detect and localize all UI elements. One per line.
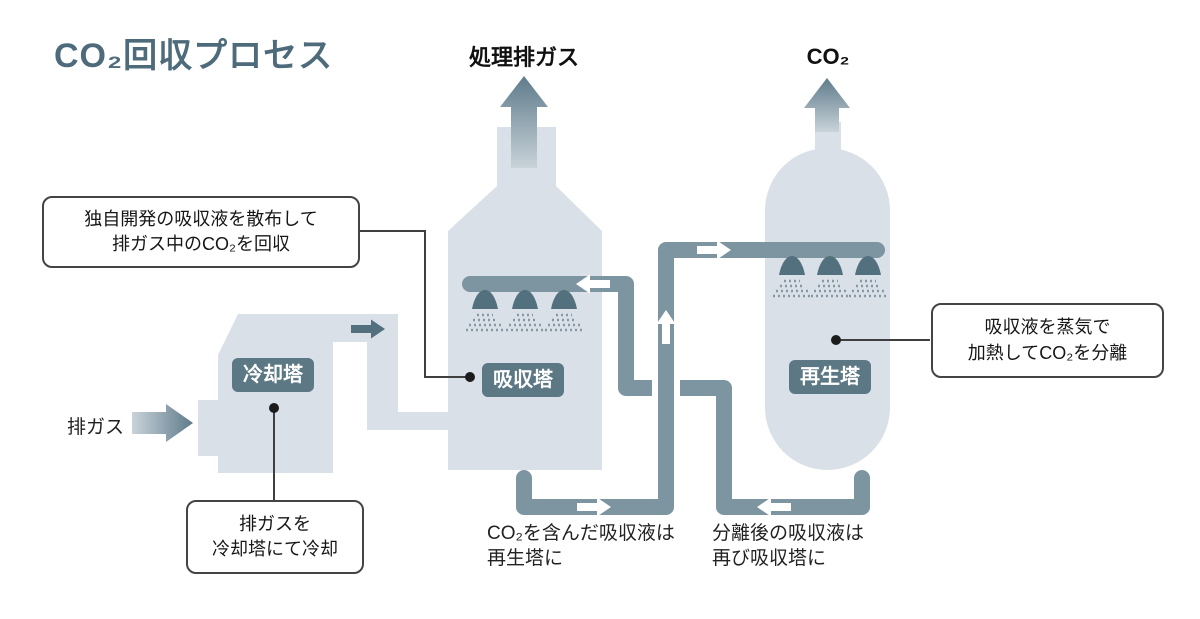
badge-cooling-tower: 冷却塔: [232, 358, 314, 392]
connector-absorber-callout: [360, 230, 470, 378]
flow-label-line: CO₂を含んだ吸収液は: [487, 523, 675, 544]
flow-label-line: 再び吸収塔に: [712, 547, 827, 569]
treated-gas-label: 処理排ガス: [468, 45, 580, 70]
flow-label-to-regenerator: CO₂を含んだ吸収液は 再生塔に: [487, 522, 675, 571]
callout-regenerator-line1: 吸収液を蒸気で: [984, 317, 1111, 338]
treated-gas-arrow: [500, 76, 548, 168]
callout-absorber: 独自開発の吸収液を散布して 排ガス中のCO₂を回収: [42, 196, 360, 268]
connector-dot: [269, 403, 279, 413]
callout-cooler-line2: 冷却塔にて冷却: [212, 539, 338, 559]
flow-label-line: 分離後の吸収液は: [712, 523, 865, 544]
lean-solvent-pipe: [462, 276, 870, 515]
callout-cooler: 排ガスを 冷却塔にて冷却: [186, 500, 364, 574]
connector-dot: [465, 372, 475, 382]
regen-capsule: [765, 148, 890, 470]
page-title: CO₂回収プロセス: [54, 37, 334, 75]
exhaust-gas-label: 排ガス: [67, 417, 125, 438]
co2-out-arrow: [804, 78, 850, 132]
badge-regeneration-tower: 再生塔: [789, 360, 871, 394]
rich-solvent-pipe: [516, 242, 885, 515]
callout-regenerator: 吸収液を蒸気で 加熱してCO₂を分離: [931, 303, 1164, 378]
flow-label-line: 再生塔に: [487, 547, 564, 569]
callout-regenerator-line2: 加熱してCO₂を分離: [967, 342, 1128, 363]
badge-absorption-tower: 吸収塔: [482, 363, 564, 397]
cooling-tower-body: [218, 314, 333, 473]
callout-absorber-line2: 排ガス中のCO₂を回収: [112, 234, 290, 254]
callout-absorber-line1: 独自開発の吸収液を散布して: [84, 208, 318, 229]
callout-cooler-line1: 排ガスを: [239, 513, 311, 534]
co2-label: CO₂: [806, 44, 850, 69]
duct-to-absorber: [367, 412, 460, 430]
connector-dot: [831, 335, 841, 345]
exhaust-inlet-stub: [198, 400, 218, 456]
cooling-tower-shape: [198, 314, 460, 473]
exhaust-gas-arrow: [132, 404, 193, 442]
flow-label-to-absorber: 分離後の吸収液は 再び吸収塔に: [712, 522, 864, 571]
